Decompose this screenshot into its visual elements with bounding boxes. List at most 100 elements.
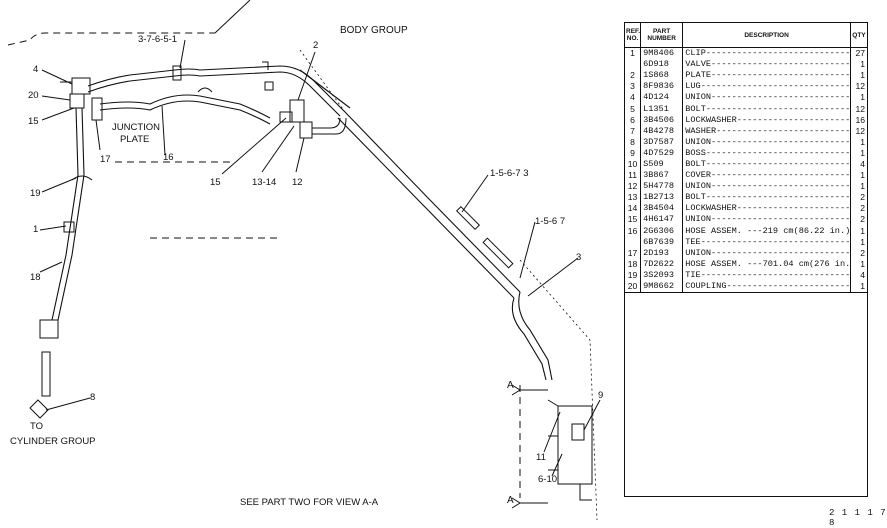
cell-description: HOSE ASSEM. ---701.04 cm(276 in.) [682, 258, 851, 270]
cell-description: UNION--------------------------- [682, 214, 851, 226]
cell-qty: 1 [849, 136, 869, 148]
cell-ref-no: 17 [623, 247, 642, 259]
cell-qty: 1 [849, 170, 869, 182]
cell-part-number: 3B4506 [640, 114, 684, 126]
callout: 15 [28, 116, 39, 127]
cell-part-number: 4H6147 [640, 214, 684, 226]
cell-description: LOCKWASHER---------------------- [682, 114, 851, 126]
cell-description: UNION--------------------------- [682, 247, 851, 259]
valve-port [279, 111, 293, 123]
cell-ref-no: 13 [623, 192, 642, 204]
cell-description: UNION--------------------------- [682, 136, 851, 148]
cell-ref-no [623, 236, 642, 248]
cell-part-number: 1S868 [640, 70, 684, 82]
cell-qty: 1 [849, 258, 869, 270]
cell-part-number: 3B867 [640, 170, 684, 182]
tee-fitting [299, 121, 313, 139]
drop-hose [518, 291, 553, 381]
cell-description: VALVE--------------------------- [682, 59, 851, 71]
cell-qty: 1 [849, 70, 869, 82]
cell-description: BOLT---------------------------- [682, 192, 851, 204]
hydraulic-line-diagram: BODY GROUP JUNCTION PLATE TO CYLINDER GR… [7, 0, 603, 521]
cell-ref-no: 18 [623, 258, 642, 270]
cell-part-number: 9M8406 [640, 47, 684, 60]
hose-end [41, 351, 51, 397]
view-marker: A [507, 495, 514, 506]
valve-body [289, 99, 305, 123]
cell-qty: 1 [849, 236, 869, 248]
cell-part-number: S509 [640, 158, 684, 171]
cell-qty: 12 [849, 81, 869, 93]
cell-description: BOSS---------------------------- [682, 147, 851, 159]
cell-qty: 4 [849, 269, 869, 281]
hidden-edge [519, 259, 598, 521]
cell-ref-no: 1 [623, 47, 642, 60]
callout: 2 [313, 40, 318, 51]
cell-ref-no: 6 [623, 114, 642, 126]
header-description: DESCRIPTION [682, 22, 851, 48]
cell-qty: 2 [849, 214, 869, 226]
lower-hose-inner [99, 100, 271, 125]
boss [571, 423, 585, 441]
cell-part-number: 2G6306 [640, 225, 684, 237]
cell-qty: 1 [849, 225, 869, 237]
header-part-number: PART NUMBER [640, 22, 684, 48]
diagonal-hose-2 [299, 69, 351, 109]
tee-fitting [91, 97, 103, 121]
cylinder-label: CYLINDER GROUP [10, 436, 96, 447]
callout: 17 [100, 154, 111, 165]
cell-ref-no: 19 [623, 269, 642, 281]
figure-number: 2 1 1 1 7 8 [829, 508, 887, 528]
callout: 11 [536, 452, 546, 463]
cell-qty: 27 [849, 47, 869, 60]
cell-ref-no: 5 [623, 103, 642, 115]
cell-description: BOLT---------------------------- [682, 158, 851, 171]
cell-part-number: 8F9836 [640, 81, 684, 93]
cell-qty: 2 [849, 203, 869, 215]
cell-qty: 1 [849, 92, 869, 104]
clip [63, 221, 75, 233]
cell-ref-no: 8 [623, 136, 642, 148]
cell-part-number: 4D124 [640, 92, 684, 104]
cell-qty: 4 [849, 158, 869, 171]
body-outline [7, 32, 215, 46]
clip [264, 81, 274, 91]
bolts [547, 399, 559, 471]
cell-ref-no: 3 [623, 81, 642, 93]
cell-part-number: 4D7529 [640, 147, 684, 159]
cell-qty: 12 [849, 103, 869, 115]
callout: 18 [30, 272, 41, 283]
body-edge [214, 0, 251, 34]
clip [455, 205, 481, 231]
cell-description: UNION--------------------------- [682, 92, 851, 104]
elbow-union [29, 399, 49, 419]
union-fitting [71, 77, 91, 95]
cell-description: CLIP---------------------------- [682, 47, 851, 60]
cell-ref-no: 20 [623, 280, 642, 294]
callout: 20 [28, 90, 39, 101]
leader-lines [39, 39, 601, 477]
callout: 1 [33, 224, 38, 235]
callout: 9 [598, 390, 603, 401]
cell-ref-no: 9 [623, 147, 642, 159]
cover-plate [557, 405, 593, 485]
vertical-hose-inner [57, 107, 85, 321]
cell-description: BOLT---------------------------- [682, 103, 851, 115]
header-qty: QTY [849, 22, 869, 48]
cell-description: TIE----------------------------- [682, 269, 851, 281]
cell-qty: 1 [849, 147, 869, 159]
cell-qty: 12 [849, 125, 869, 137]
group-title: BODY GROUP [340, 25, 408, 36]
cell-ref-no [623, 59, 642, 71]
